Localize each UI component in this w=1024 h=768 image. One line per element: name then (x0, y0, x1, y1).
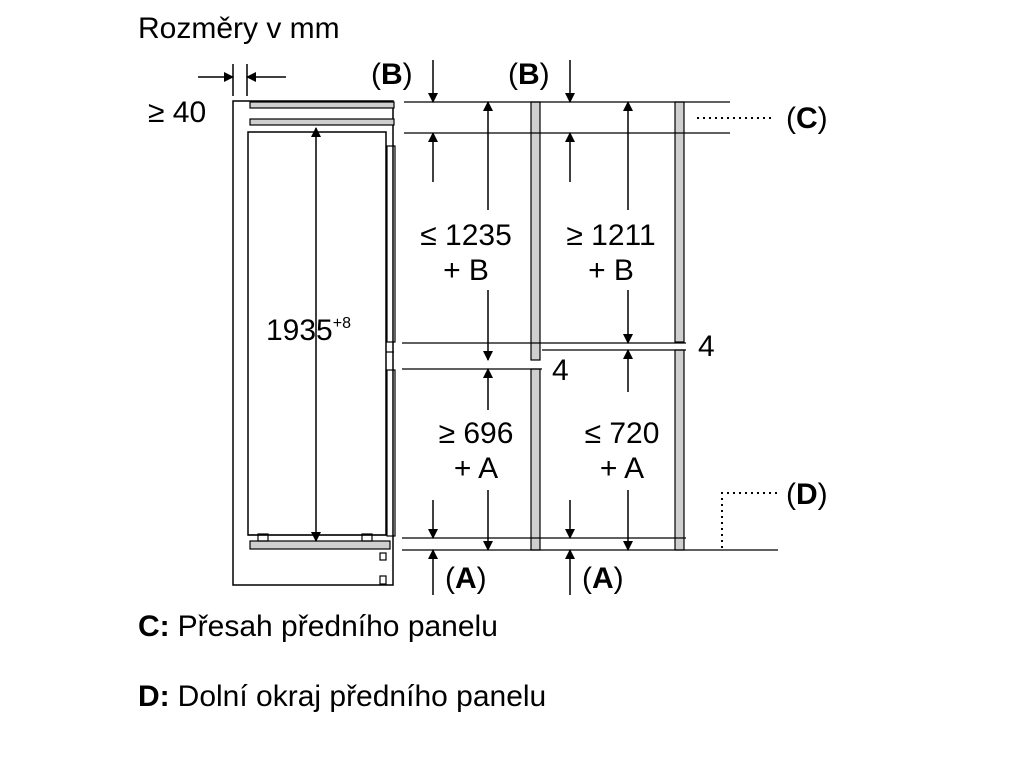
legend-c-key: C: (138, 610, 170, 643)
gap-top-dimension (198, 64, 286, 96)
diagram-title: Rozměry v mm (138, 12, 340, 45)
gap-mid-left-label: 4 (552, 354, 569, 387)
right-column-arrows (565, 60, 633, 595)
bottom-plinth (249, 540, 391, 550)
top-left-dimension-line1: ≤ 1235 (420, 219, 512, 252)
bottom-left-dimension-line1: ≥ 696 (439, 417, 514, 450)
gap-top-label: ≥ 40 (148, 96, 206, 129)
legend-d-text: Dolní okraj předního panelu (177, 680, 547, 713)
height-total-label: 1935+8 (266, 314, 351, 347)
marker-a-left: (A) (445, 562, 487, 595)
marker-c: (C) (786, 102, 828, 135)
door-panel-left-upper (530, 101, 541, 361)
left-column-arrows (428, 60, 493, 595)
gap-mid-right-label: 4 (698, 330, 715, 363)
top-right-dimension-line1: ≥ 1211 (566, 219, 655, 252)
door-panel-left-lower (530, 368, 541, 551)
foot-right (361, 533, 373, 542)
legend-item-d: D:Dolní okraj předního panelu (138, 680, 546, 714)
top-rail-lower (249, 118, 395, 126)
marker-d-leader (721, 492, 778, 548)
top-left-dimension-line2: + B (443, 254, 489, 287)
marker-a-right: (A) (582, 562, 624, 595)
door-panel-right-upper (674, 101, 685, 343)
door-hinge-strip-upper (386, 145, 396, 343)
marker-d: (D) (786, 478, 828, 511)
foot-left (257, 533, 269, 542)
bottom-right-dimension-line1: ≤ 720 (585, 417, 660, 450)
legend-c-text: Přesah předního panelu (177, 610, 498, 643)
top-right-dimension-line2: + B (588, 254, 634, 287)
plinth-clip-upper (379, 552, 387, 561)
marker-b-left: (B) (371, 58, 413, 91)
door-panel-right-lower (674, 349, 685, 551)
top-rail-upper (249, 101, 395, 109)
cabinet-outline (232, 100, 394, 586)
legend-item-c: C:Přesah předního panelu (138, 610, 498, 644)
bottom-left-dimension-line2: + A (454, 452, 498, 485)
door-hinge-strip-lower (386, 369, 396, 537)
marker-b-right: (B) (508, 58, 550, 91)
plinth-clip-lower (379, 575, 387, 585)
legend-d-key: D: (138, 680, 170, 713)
bottom-right-dimension-line2: + A (600, 452, 644, 485)
